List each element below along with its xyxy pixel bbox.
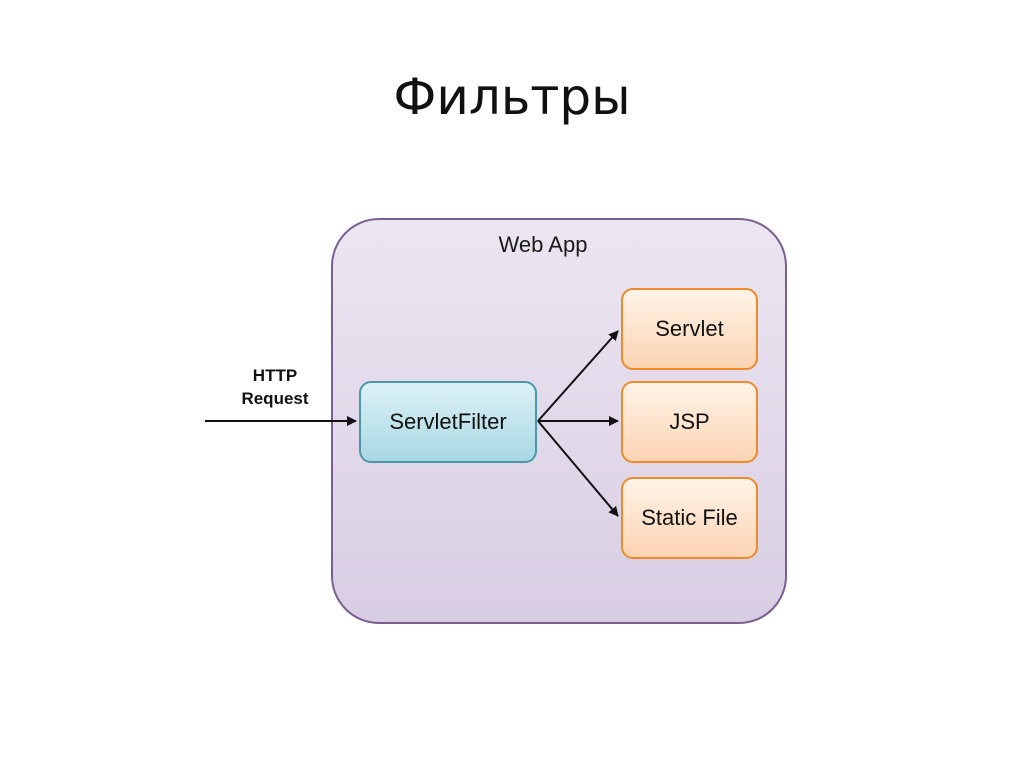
jsp-label: JSP (669, 409, 710, 434)
static-file-label: Static File (641, 505, 738, 530)
web-app-label: Web App (498, 232, 588, 257)
slide-title: Фильтры (393, 68, 631, 126)
servlet-label: Servlet (655, 316, 724, 341)
static-file-box: Static File (621, 477, 758, 559)
servlet-filter-label: ServletFilter (389, 409, 507, 434)
http-request-label-line1: HTTP (252, 366, 298, 385)
jsp-box: JSP (621, 381, 758, 463)
http-request-label: HTTP Request (220, 364, 330, 410)
http-request-label-line2: Request (241, 389, 309, 408)
servlet-filter-box: ServletFilter (359, 381, 537, 463)
servlet-box: Servlet (621, 288, 758, 370)
